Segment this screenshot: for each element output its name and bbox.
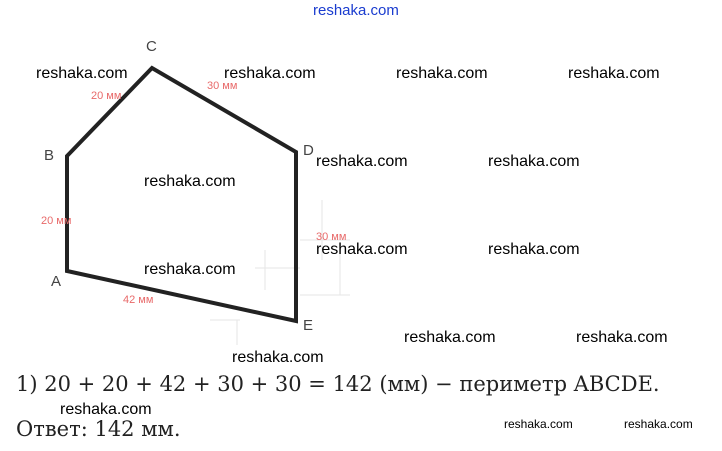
watermark: reshaka.com xyxy=(568,65,660,82)
measure-de: 30 мм xyxy=(316,231,347,243)
vertex-label-c: C xyxy=(146,38,157,55)
vertex-label-b: B xyxy=(44,147,55,164)
solution-line: 1) 20 + 20 + 42 + 30 + 30 = 142 (мм) − п… xyxy=(16,372,660,396)
watermark: reshaka.com xyxy=(60,401,152,418)
site-header-link[interactable]: reshaka.com xyxy=(313,2,399,19)
answer-line: Ответ: 142 мм. xyxy=(16,417,181,441)
faint-grid-marks xyxy=(210,200,350,345)
watermark: reshaka.com xyxy=(404,329,496,346)
watermark: reshaka.com xyxy=(504,417,573,431)
watermark: reshaka.com xyxy=(396,65,488,82)
measure-ae: 42 мм xyxy=(123,294,154,306)
vertex-label-d: D xyxy=(303,142,314,159)
measure-ab: 20 мм xyxy=(41,215,72,227)
watermark: reshaka.com xyxy=(488,241,580,258)
watermark: reshaka.com xyxy=(488,153,580,170)
watermark: reshaka.com xyxy=(144,173,236,190)
measure-bc: 20 мм xyxy=(91,90,122,102)
measure-cd: 30 мм xyxy=(207,80,238,92)
watermark: reshaka.com xyxy=(576,329,668,346)
vertex-label-a: A xyxy=(51,273,62,290)
watermark: reshaka.com xyxy=(316,153,408,170)
watermark: reshaka.com xyxy=(316,241,408,258)
watermark: reshaka.com xyxy=(144,261,236,278)
pentagon-abcde xyxy=(65,65,298,324)
watermark: reshaka.com xyxy=(224,65,316,82)
watermark: reshaka.com xyxy=(232,349,324,366)
vertex-label-e: E xyxy=(303,317,314,334)
watermark: reshaka.com xyxy=(624,417,693,431)
watermark: reshaka.com xyxy=(36,65,128,82)
